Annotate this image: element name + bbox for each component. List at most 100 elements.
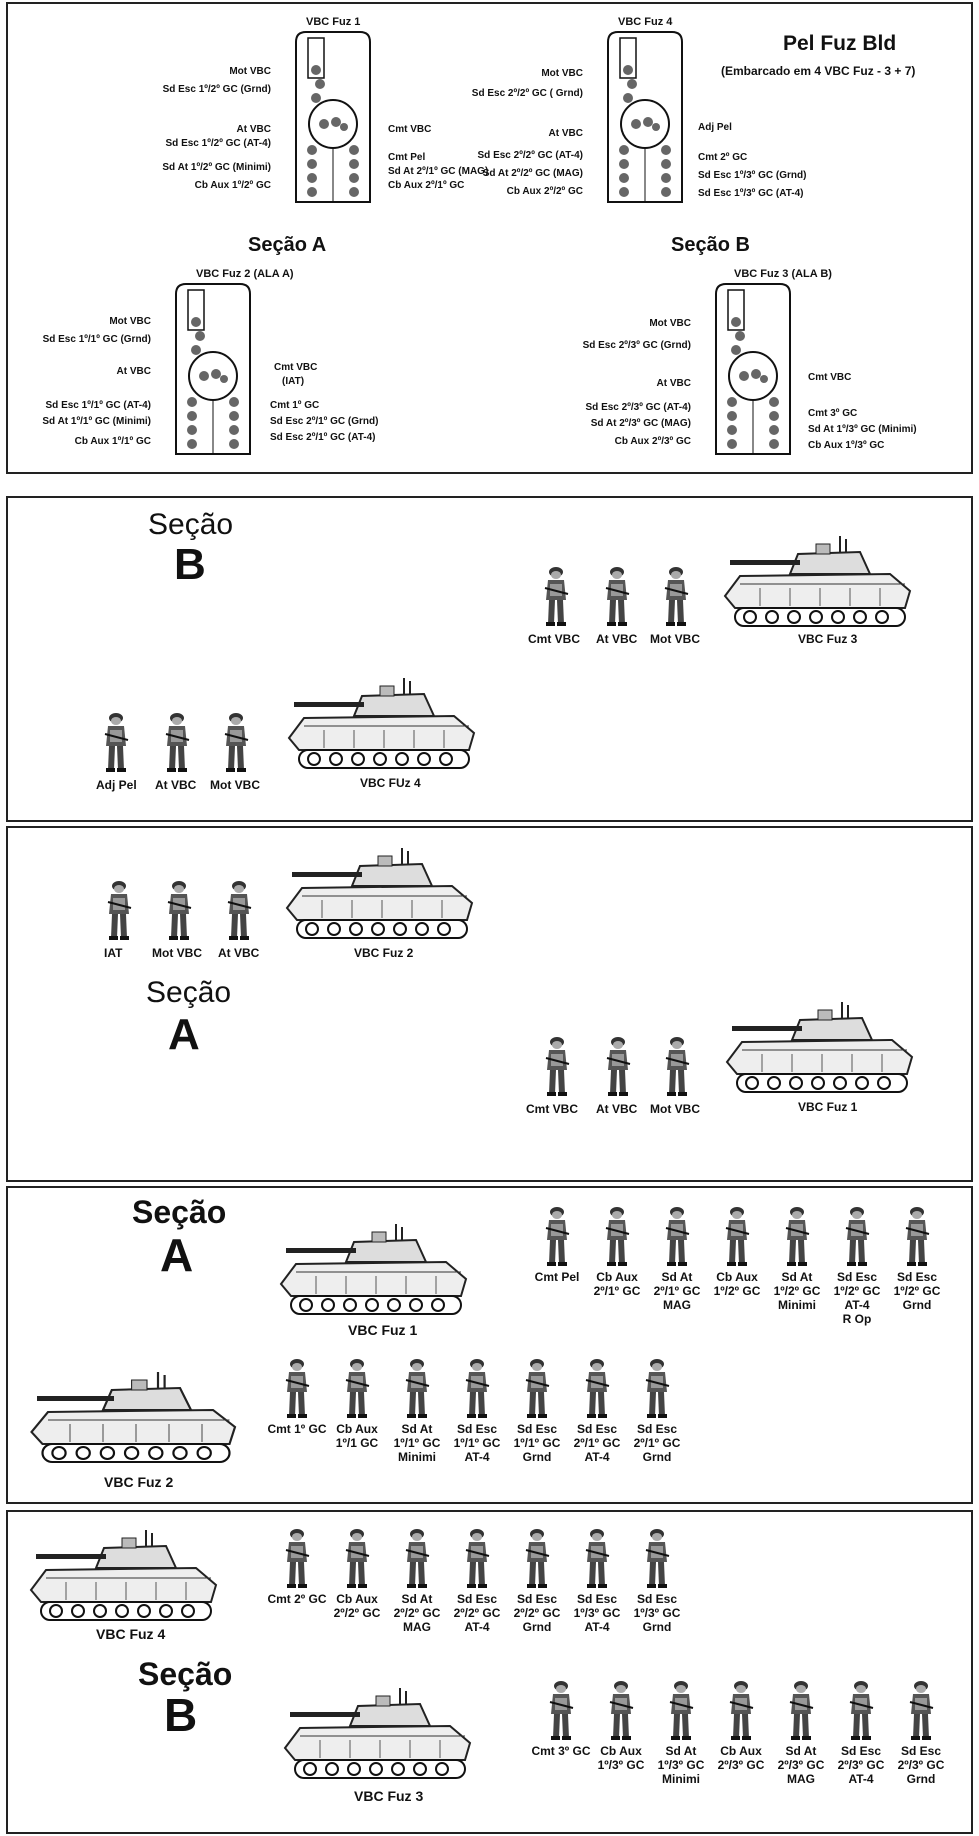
seat-label: Sd Esc 1º/3º GC (AT-4) <box>698 188 804 199</box>
vehicle-icon <box>284 1688 471 1779</box>
soldier-figure <box>549 1680 574 1740</box>
seat-label: Cb Aux 1º/2º GC <box>194 180 271 191</box>
crew-label: Mot VBC <box>650 632 700 646</box>
crew-label: Cmt VBC <box>526 1102 579 1116</box>
seat-label: Sd At 1º/1º GC (Minimi) <box>42 416 151 427</box>
crew-label: Mot VBC <box>210 778 260 792</box>
vehicle-name: VBC Fuz 1 <box>348 1322 418 1338</box>
vehicle-icon <box>726 1002 913 1093</box>
soldier-label: Cmt Pel <box>534 1270 580 1284</box>
crew-label: At VBC <box>596 1102 638 1116</box>
seat-label: At VBC <box>656 378 691 389</box>
seat-label: Sd Esc 2º/1º GC (AT-4) <box>270 432 376 443</box>
section-letter: B <box>174 540 206 589</box>
soldier-figure <box>525 1528 550 1588</box>
soldier-figure <box>729 1680 754 1740</box>
seat-label: Sd Esc 1º/3º GC (Grnd) <box>698 170 807 181</box>
seat-label: Sd At 1º/2º GC (Minimi) <box>162 162 271 173</box>
soldier-figure <box>605 1206 630 1266</box>
seat-label: Adj Pel <box>698 122 732 133</box>
soldier-figure <box>785 1206 810 1266</box>
vehicle-name: VBC Fuz 2 <box>104 1474 174 1490</box>
soldier-label: Cmt 2º GC <box>267 1592 327 1606</box>
vehicle-title: VBC Fuz 3 (ALA B) <box>734 268 832 280</box>
crew-label: At VBC <box>155 778 197 792</box>
seat-label: Cmt VBC <box>808 372 852 383</box>
soldier-figure <box>849 1680 874 1740</box>
soldier-figure <box>545 1206 570 1266</box>
soldier-figure <box>664 566 689 626</box>
soldier-figure <box>167 880 192 940</box>
seat-label: Cmt 3º GC <box>808 408 858 419</box>
seat-label: Sd Esc 2º/2º GC (AT-4) <box>477 150 583 161</box>
soldier-figure <box>285 1528 310 1588</box>
crew-label: Mot VBC <box>650 1102 700 1116</box>
seat-label: Mot VBC <box>109 316 151 327</box>
crew-label: Mot VBC <box>152 946 202 960</box>
seat-label: Mot VBC <box>541 68 583 79</box>
crew-panel-section-b: Seção B Cmt VBC At VBC Mot VBC VBC Fuz 3… <box>6 496 973 822</box>
section-letter: A <box>160 1229 194 1281</box>
soldier-figure <box>405 1528 430 1588</box>
soldier-figure <box>665 1206 690 1266</box>
vehicle-name: VBC Fuz 4 <box>96 1626 166 1642</box>
seat-label: Mot VBC <box>229 66 271 77</box>
seat-label: Sd Esc 2º/1º GC (Grnd) <box>270 416 379 427</box>
seating-diagram-panel: Pel Fuz Bld (Embarcado em 4 VBC Fuz - 3 … <box>6 2 973 474</box>
seat-label: Sd Esc 2º/3º GC (AT-4) <box>585 402 691 413</box>
seat-label: Sd At 1º/3º GC (Minimi) <box>808 424 917 435</box>
soldier-figure <box>525 1358 550 1418</box>
soldier-figure <box>725 1206 750 1266</box>
section-word: Seção <box>138 1656 233 1692</box>
seat-label: Sd At 2º/1º GC (MAG) <box>388 166 489 177</box>
page-title: Pel Fuz Bld <box>783 32 897 55</box>
soldier-figure <box>609 1680 634 1740</box>
soldier-figure <box>224 712 249 772</box>
vehicle-seat-diagram <box>715 283 791 455</box>
seat-label: Mot VBC <box>649 318 691 329</box>
soldier-figure <box>465 1528 490 1588</box>
vehicle-title: VBC Fuz 1 <box>306 16 361 28</box>
vehicle-seat-diagram <box>295 31 371 203</box>
crew-panel-section-a: IAT Mot VBC At VBC VBC Fuz 2 Seção A Cmt… <box>6 826 973 1182</box>
soldier-figure <box>405 1358 430 1418</box>
soldier-figure <box>845 1206 870 1266</box>
seat-label: Sd At 2º/2º GC (MAG) <box>482 168 583 179</box>
seat-label: (IAT) <box>282 376 305 387</box>
soldier-figure <box>905 1206 930 1266</box>
vehicle-name: VBC Fuz 1 <box>798 1100 858 1114</box>
seat-label: Sd Esc 2º/2º GC ( Grnd) <box>471 88 583 99</box>
soldier-figure <box>227 880 252 940</box>
soldier-label: Cmt 3º GC <box>531 1744 591 1758</box>
section-a-heading: Seção A <box>248 234 327 256</box>
soldier-figure <box>345 1358 370 1418</box>
soldier-figure <box>165 712 190 772</box>
crew-label: At VBC <box>218 946 260 960</box>
soldier-figure <box>585 1358 610 1418</box>
vehicle-seat-diagram <box>175 283 251 455</box>
vehicle-name: VBC Fuz 3 <box>354 1788 424 1804</box>
vehicle-title: VBC Fuz 4 <box>618 16 673 28</box>
seat-label: Cb Aux 2º/2º GC <box>506 186 583 197</box>
vehicle-icon <box>724 536 911 627</box>
seat-label: Sd Esc 1º/1º GC (AT-4) <box>45 400 151 411</box>
soldier-figure <box>585 1528 610 1588</box>
